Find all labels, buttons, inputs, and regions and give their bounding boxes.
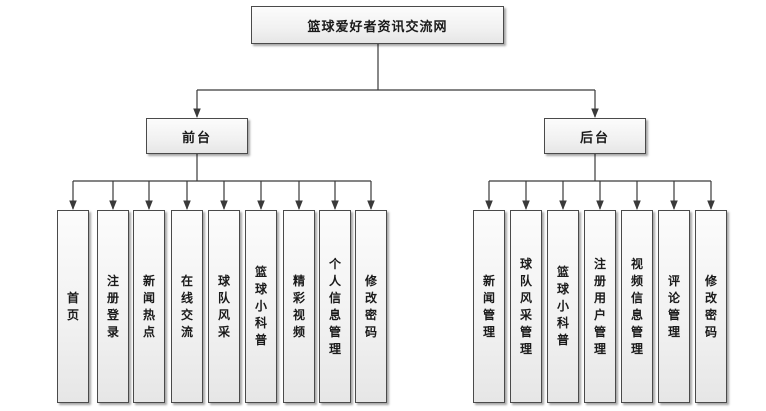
front-leaf-register-login: 注册登录 bbox=[97, 210, 129, 403]
front-leaf-label: 首页 bbox=[66, 290, 79, 322]
front-leaf-home: 首页 bbox=[57, 210, 89, 403]
back-leaf-user-management: 注册用户管理 bbox=[584, 210, 616, 403]
back-leaf-video-management: 视频信息管理 bbox=[621, 210, 653, 403]
back-leaf-team-management: 球队风采管理 bbox=[510, 210, 542, 403]
front-leaf-team-showcase: 球队风采 bbox=[208, 210, 240, 403]
front-leaf-basketball-tips: 篮球小科普 bbox=[245, 210, 277, 403]
back-leaf-comment-management: 评论管理 bbox=[658, 210, 690, 403]
back-leaf-label: 视频信息管理 bbox=[630, 256, 643, 356]
back-node: 后台 bbox=[544, 118, 646, 154]
back-leaf-label: 新闻管理 bbox=[482, 273, 495, 339]
back-leaf-label: 修改密码 bbox=[704, 273, 717, 339]
back-leaf-label: 注册用户管理 bbox=[593, 256, 606, 356]
front-node: 前台 bbox=[146, 118, 248, 154]
front-leaf-online-chat: 在线交流 bbox=[171, 210, 203, 403]
connector-lines-group bbox=[69, 44, 715, 210]
back-leaf-label: 篮球小科普 bbox=[556, 265, 569, 347]
front-leaf-videos: 精彩视频 bbox=[283, 210, 315, 403]
back-leaf-change-password: 修改密码 bbox=[695, 210, 727, 403]
front-leaf-label: 在线交流 bbox=[180, 273, 193, 339]
front-leaf-news-hotspot: 新闻热点 bbox=[133, 210, 165, 403]
back-leaf-basketball-tips: 篮球小科普 bbox=[547, 210, 579, 403]
front-leaf-label: 修改密码 bbox=[364, 273, 377, 339]
front-leaf-label: 篮球小科普 bbox=[254, 265, 267, 347]
front-label: 前台 bbox=[181, 130, 212, 146]
front-leaf-label: 精彩视频 bbox=[292, 273, 305, 339]
root-node: 篮球爱好者资讯交流网 bbox=[251, 6, 504, 44]
back-label: 后台 bbox=[579, 130, 610, 146]
front-leaf-change-password: 修改密码 bbox=[355, 210, 387, 403]
back-leaf-label: 评论管理 bbox=[667, 273, 680, 339]
front-leaf-label: 注册登录 bbox=[106, 273, 119, 339]
front-leaf-label: 个人信息管理 bbox=[328, 256, 341, 356]
back-leaf-label: 球队风采管理 bbox=[519, 256, 532, 356]
front-leaf-profile-management: 个人信息管理 bbox=[319, 210, 351, 403]
front-leaf-label: 球队风采 bbox=[217, 273, 230, 339]
root-label: 篮球爱好者资讯交流网 bbox=[307, 19, 448, 35]
back-leaf-news-management: 新闻管理 bbox=[473, 210, 505, 403]
front-leaf-label: 新闻热点 bbox=[142, 273, 155, 339]
